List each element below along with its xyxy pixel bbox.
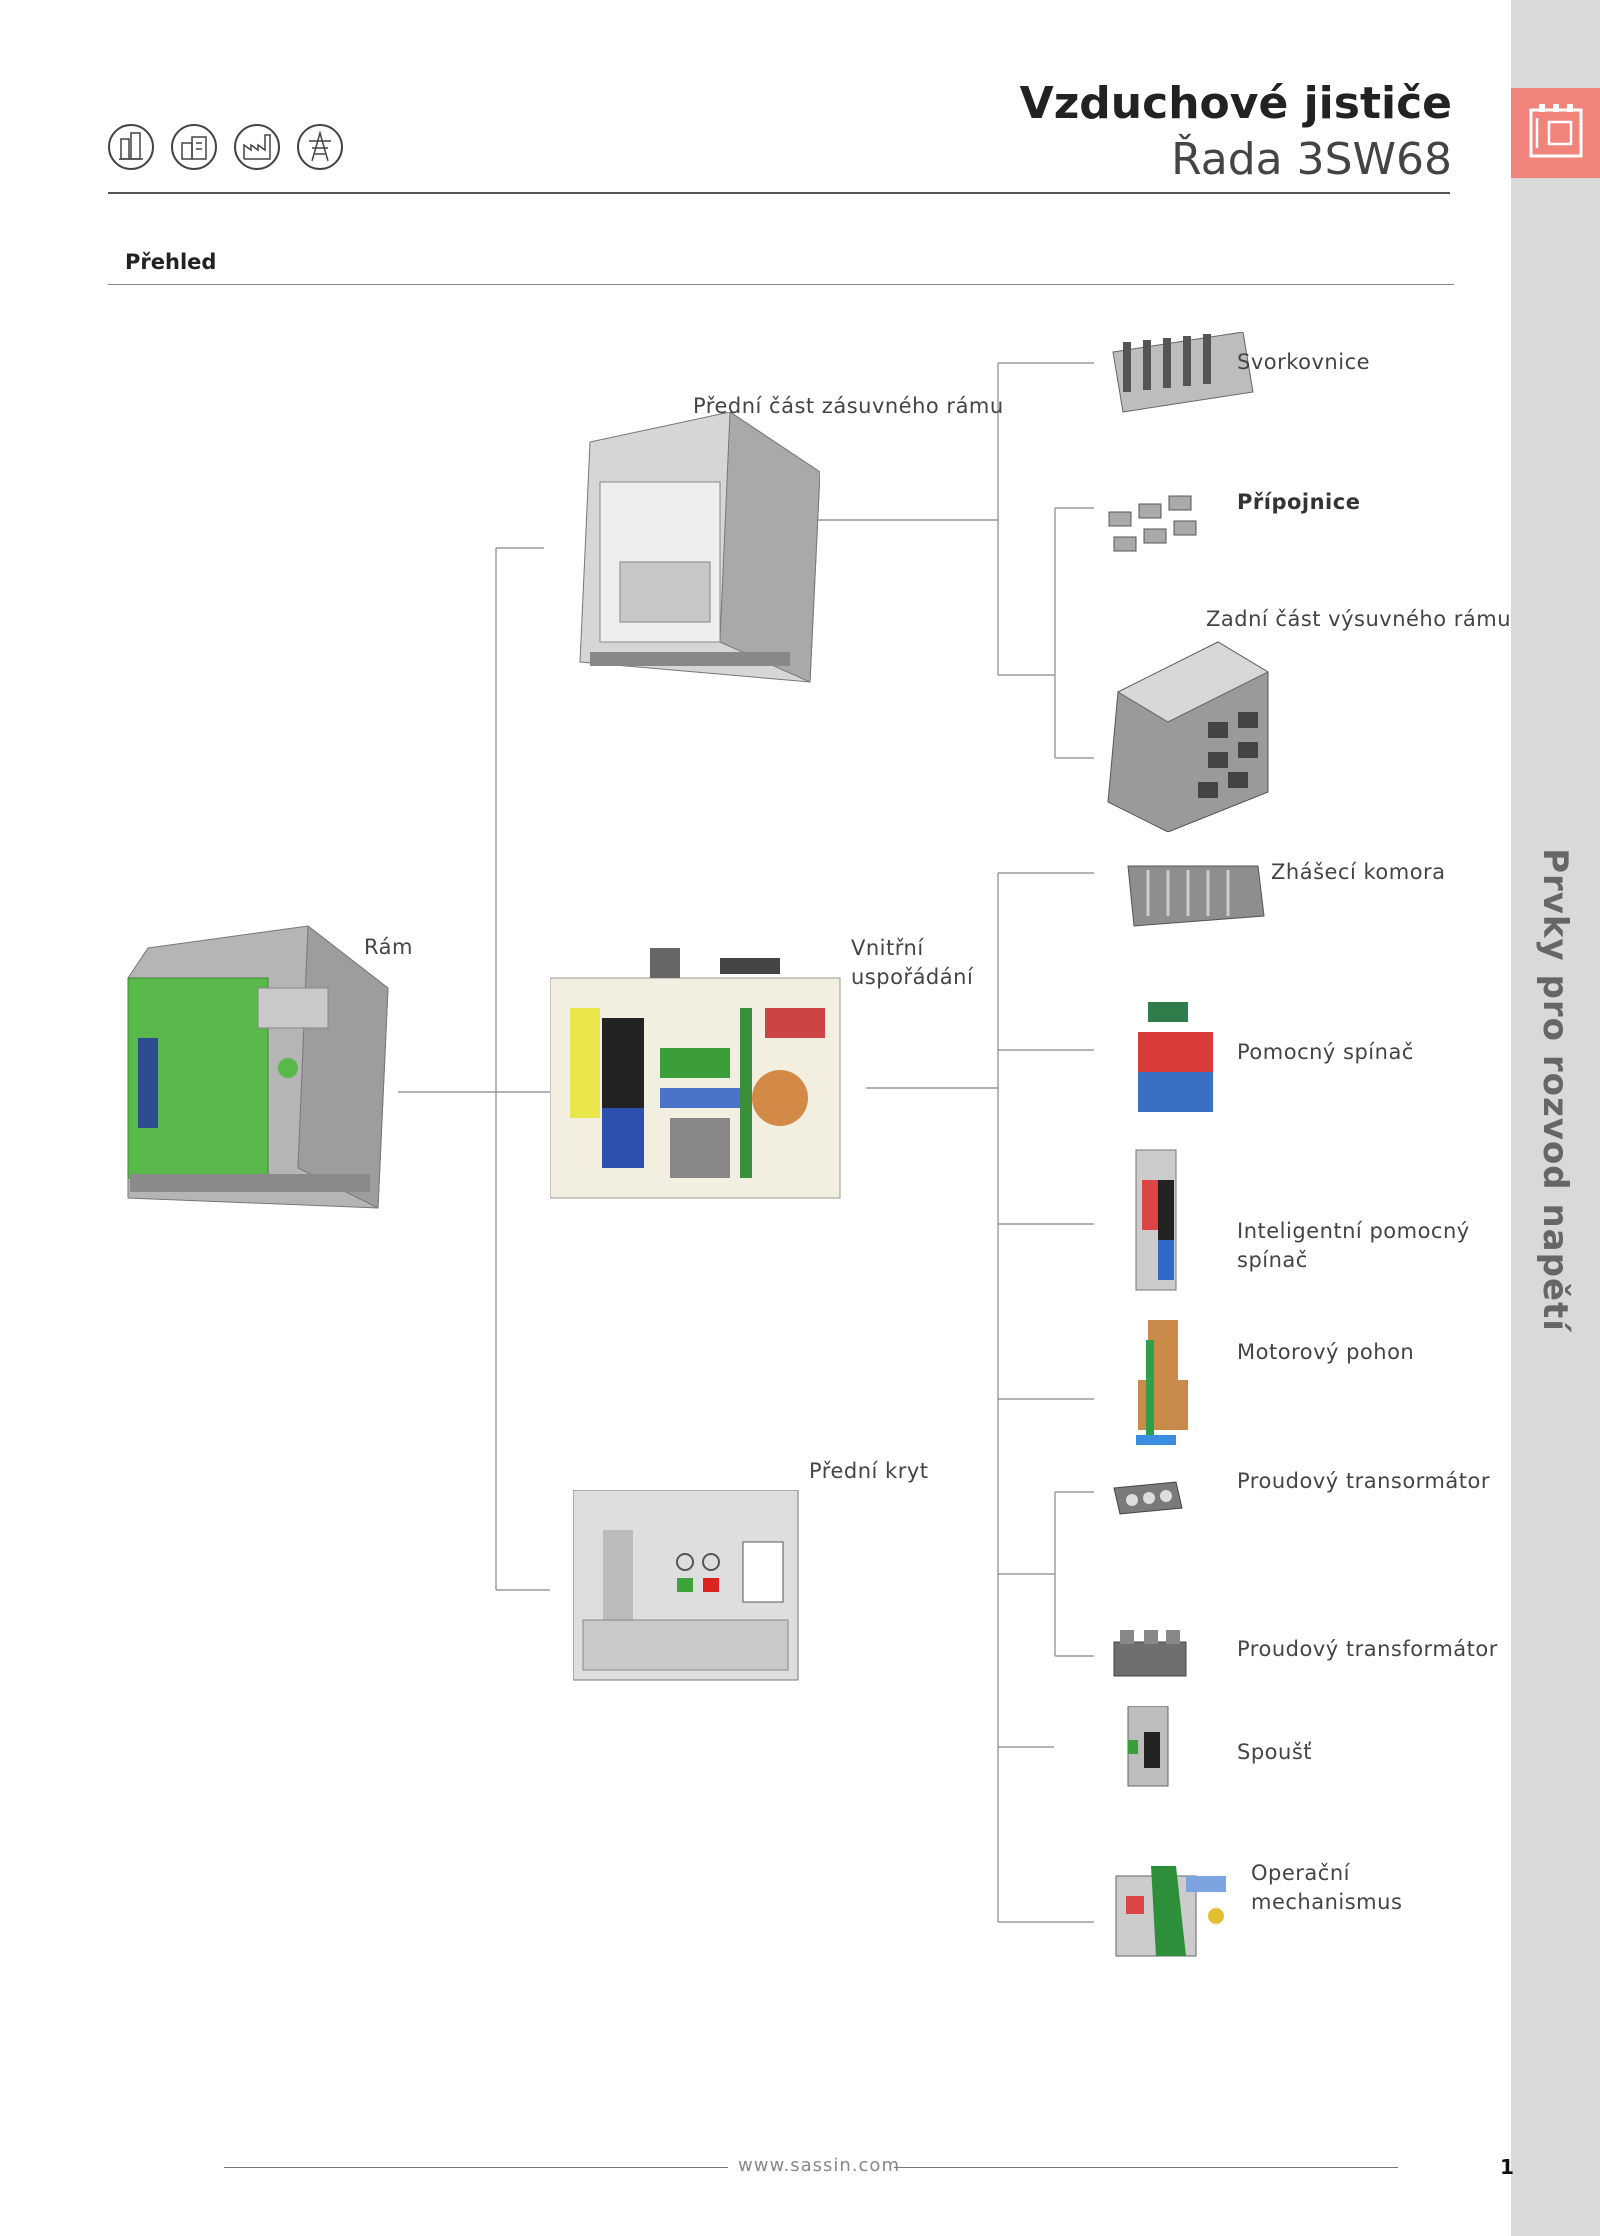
building-icon	[108, 124, 154, 170]
page-title: Vzduchové jističe	[1019, 78, 1452, 129]
section-title: Přehled	[125, 250, 217, 274]
release-image	[1127, 1706, 1169, 1787]
label-aux-switch: Pomocný spínač	[1237, 1040, 1414, 1064]
power-tower-icon	[297, 124, 343, 170]
footer-line-right	[894, 2167, 1398, 2168]
page-subtitle: Řada 3SW68	[1171, 134, 1452, 185]
section-divider	[108, 284, 1454, 285]
sidebar-tab	[1511, 88, 1600, 178]
smart-aux-switch-image	[1135, 1149, 1177, 1291]
page-number: 1	[1500, 2155, 1514, 2179]
label-mechanism-line2: mechanismus	[1251, 1890, 1403, 1914]
footer-line-left	[224, 2167, 728, 2168]
aux-switch-image	[1138, 1002, 1213, 1112]
current-transformer-2-image	[1113, 1630, 1187, 1677]
label-release: Spoušť	[1237, 1740, 1312, 1764]
factory-icon	[234, 124, 280, 170]
motor-drive-image	[1136, 1320, 1188, 1445]
label-arc-chamber: Zhášecí komora	[1271, 860, 1446, 884]
breaker-icon	[1529, 104, 1583, 158]
busbar-image	[1108, 495, 1197, 552]
operating-mechanism-image	[1115, 1866, 1226, 1957]
header-divider	[108, 192, 1450, 194]
label-smart-aux-line1: Inteligentní pomocný	[1237, 1219, 1470, 1243]
label-ct1: Proudový transormátor	[1237, 1469, 1490, 1493]
label-front-frame: Přední část zásuvného rámu	[693, 394, 1004, 418]
label-ct2: Proudový transformátor	[1237, 1637, 1498, 1661]
sidebar	[1511, 0, 1600, 2236]
label-frame: Rám	[364, 935, 413, 959]
arc-chamber-image	[1127, 865, 1265, 927]
internal-arrangement-image	[550, 948, 841, 1199]
front-cover-image	[573, 1490, 799, 1681]
label-internal-line2: uspořádání	[851, 965, 974, 989]
rear-frame-image	[1107, 641, 1270, 832]
label-rear-frame: Zadní část výsuvného rámu	[1206, 607, 1512, 631]
label-mechanism-line1: Operační	[1251, 1861, 1350, 1885]
label-busbar: Přípojnice	[1237, 490, 1361, 514]
frame-image	[127, 925, 389, 1209]
label-terminal: Svorkovnice	[1237, 350, 1371, 374]
current-transformer-1-image	[1113, 1481, 1183, 1515]
footer-url[interactable]: www.sassin.com	[738, 2155, 900, 2176]
label-smart-aux-line2: spínač	[1237, 1248, 1308, 1272]
city-icon	[171, 124, 217, 170]
front-frame-image	[579, 412, 820, 683]
terminal-block-image	[1112, 332, 1254, 413]
label-front-cover: Přední kryt	[809, 1459, 929, 1483]
label-internal-line1: Vnitřní	[851, 936, 924, 960]
label-motor: Motorový pohon	[1237, 1340, 1415, 1364]
